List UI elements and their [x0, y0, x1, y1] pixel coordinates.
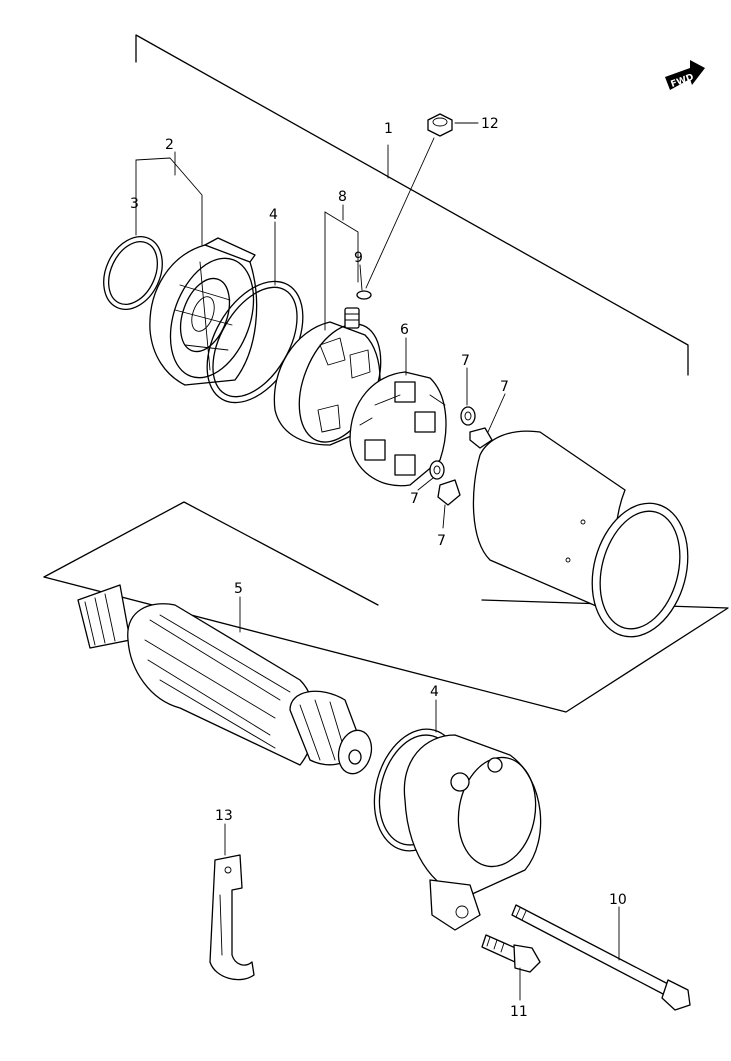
front-housing-part-2	[149, 237, 258, 386]
through-bolt-part-10	[511, 904, 691, 1011]
brush-plate-part-6	[349, 371, 447, 487]
callout-4-upper: 4	[269, 207, 278, 223]
brush-part-7-c	[429, 460, 445, 480]
bracket-part-13	[209, 854, 255, 981]
callout-12: 12	[481, 116, 499, 132]
brush-part-7-b	[469, 427, 493, 449]
yoke-housing	[472, 430, 689, 638]
o-ring-part-9	[356, 290, 372, 300]
callout-1: 1	[384, 121, 393, 137]
callout-7-b: 7	[500, 379, 509, 395]
o-ring-part-3	[103, 236, 163, 310]
brush-part-7-d	[437, 479, 461, 506]
rear-housing	[403, 734, 542, 931]
callout-labels: 1 2 3 4 4 5 6 7 7 7 7 8 9 10 11 12 13	[130, 116, 627, 1020]
callout-13: 13	[215, 808, 233, 824]
callout-4-lower: 4	[430, 684, 439, 700]
callout-7-a: 7	[461, 353, 470, 369]
callout-6: 6	[400, 322, 409, 338]
callout-2: 2	[165, 137, 174, 153]
brush-part-7-a	[460, 406, 476, 426]
armature-part-5	[77, 584, 373, 775]
callout-11: 11	[510, 1004, 528, 1020]
callout-3: 3	[130, 196, 139, 212]
callout-8: 8	[338, 189, 347, 205]
assembly-bracket-outline	[135, 34, 689, 376]
fwd-arrow-icon: FWD	[665, 60, 705, 90]
callout-9: 9	[354, 250, 363, 266]
callout-5: 5	[234, 581, 243, 597]
callout-7-c: 7	[410, 491, 419, 507]
callout-10: 10	[609, 892, 627, 908]
callout-7-d: 7	[437, 533, 446, 549]
bolt-part-11	[481, 934, 541, 973]
nut-part-12	[365, 113, 453, 289]
leader-lines	[135, 122, 620, 1001]
